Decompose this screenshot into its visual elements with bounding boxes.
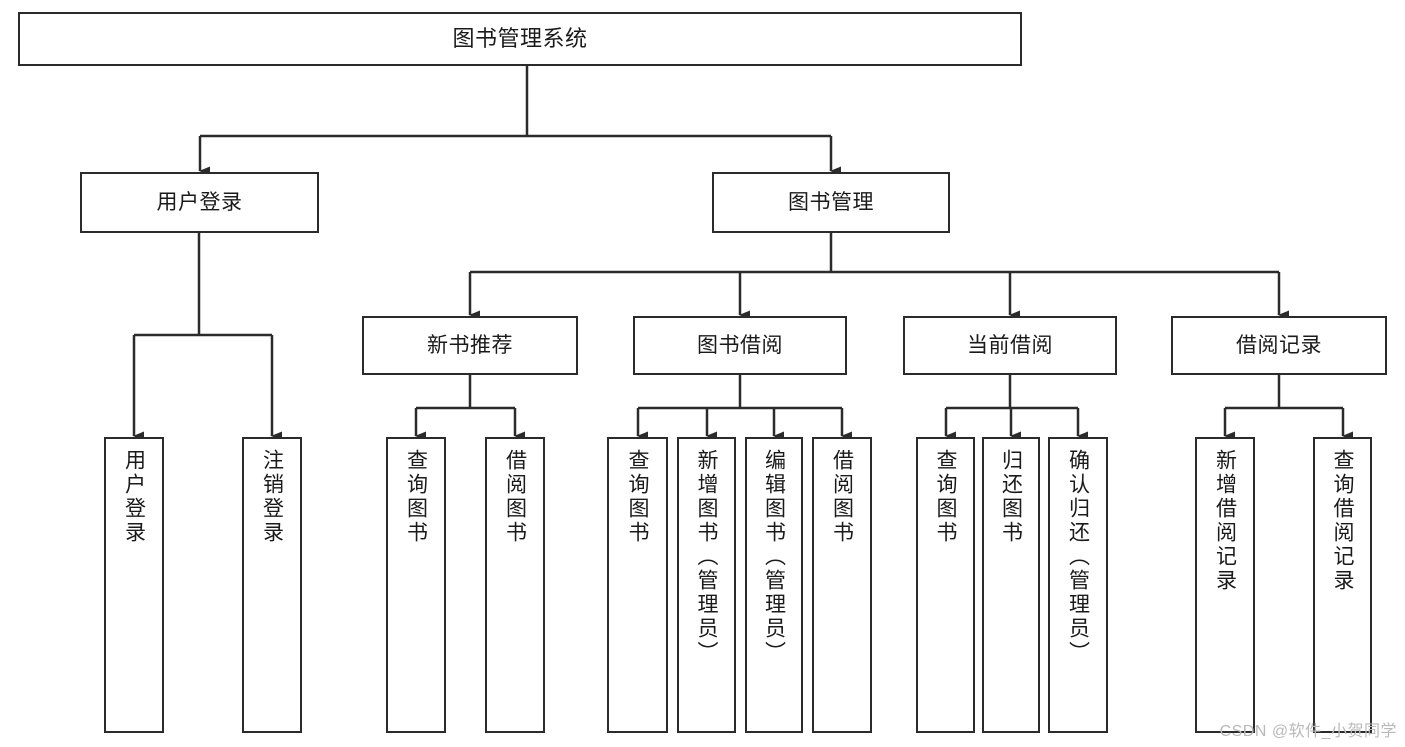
node-label-leaf-borrow-book-1: 借阅图书: [503, 449, 527, 545]
node-label-current-borrow: 当前借阅: [967, 333, 1053, 357]
node-label-leaf-confirm-return: 确认归还（管理员）: [1066, 449, 1090, 665]
node-leaf-query-record[interactable]: 查询借阅记录: [1313, 437, 1372, 733]
node-leaf-borrow-book-2[interactable]: 借阅图书: [812, 437, 872, 733]
node-book-manage[interactable]: 图书管理: [712, 172, 950, 233]
node-leaf-return-book[interactable]: 归还图书: [982, 437, 1040, 733]
watermark-label: CSDN @软件_小贺同学: [1219, 723, 1397, 740]
edges: [132, 66, 1353, 441]
node-label-new-book-recommend: 新书推荐: [427, 333, 513, 357]
node-leaf-query-book-3[interactable]: 查询图书: [916, 437, 975, 733]
node-label-book-borrow: 图书借阅: [697, 333, 783, 357]
node-root[interactable]: 图书管理系统: [18, 12, 1022, 66]
node-label-leaf-add-record: 新增借阅记录: [1213, 449, 1237, 593]
node-borrow-record[interactable]: 借阅记录: [1171, 316, 1387, 375]
node-new-book-recommend[interactable]: 新书推荐: [362, 316, 578, 375]
node-current-borrow[interactable]: 当前借阅: [903, 316, 1117, 375]
node-label-borrow-record: 借阅记录: [1236, 333, 1322, 357]
node-label-leaf-query-book-1: 查询图书: [404, 449, 428, 545]
node-leaf-add-record[interactable]: 新增借阅记录: [1195, 437, 1255, 733]
node-label-book-manage: 图书管理: [788, 190, 874, 214]
node-leaf-edit-book[interactable]: 编辑图书（管理员）: [745, 437, 803, 733]
node-label-user-login: 用户登录: [156, 190, 243, 214]
node-user-login[interactable]: 用户登录: [80, 172, 319, 233]
node-label-leaf-edit-book: 编辑图书（管理员）: [762, 449, 786, 665]
node-label-root: 图书管理系统: [452, 25, 588, 51]
node-label-leaf-borrow-book-2: 借阅图书: [830, 449, 854, 545]
node-label-leaf-user-login: 用户登录: [122, 449, 146, 545]
node-leaf-query-book-1[interactable]: 查询图书: [386, 437, 446, 733]
node-label-leaf-logout: 注销登录: [260, 449, 284, 545]
node-book-borrow[interactable]: 图书借阅: [633, 316, 847, 375]
node-leaf-query-book-2[interactable]: 查询图书: [607, 437, 668, 733]
node-leaf-confirm-return[interactable]: 确认归还（管理员）: [1048, 437, 1108, 733]
node-leaf-add-book[interactable]: 新增图书（管理员）: [677, 437, 736, 733]
node-leaf-borrow-book-1[interactable]: 借阅图书: [485, 437, 545, 733]
node-label-leaf-query-book-3: 查询图书: [934, 449, 957, 545]
node-leaf-user-login[interactable]: 用户登录: [104, 437, 164, 733]
node-label-leaf-add-book: 新增图书（管理员）: [695, 449, 718, 665]
node-label-leaf-query-record: 查询借阅记录: [1331, 449, 1354, 593]
node-label-leaf-query-book-2: 查询图书: [626, 449, 649, 545]
node-label-leaf-return-book: 归还图书: [999, 449, 1023, 545]
node-leaf-logout[interactable]: 注销登录: [242, 437, 302, 733]
